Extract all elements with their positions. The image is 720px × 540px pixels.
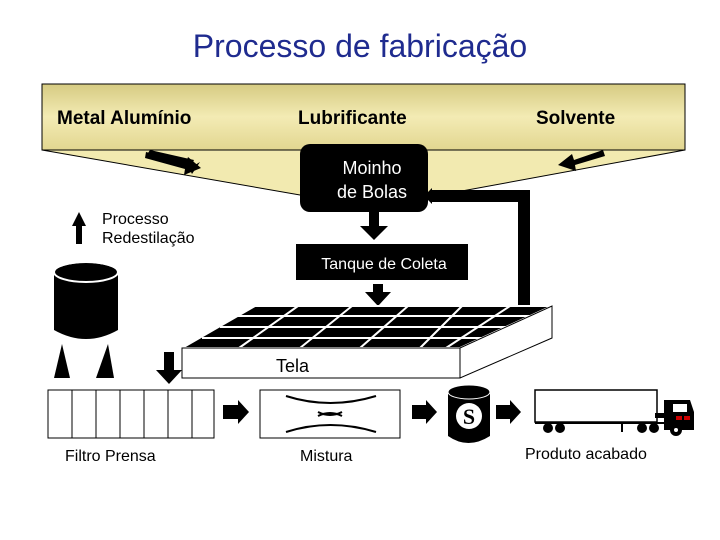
return-line — [432, 190, 530, 310]
mixer-blades-icon — [285, 395, 377, 433]
mixing-label: Mistura — [300, 448, 353, 465]
ball-mill-label: Moinho de Bolas — [336, 158, 408, 202]
filter-press-label: Filtro Prensa — [65, 448, 156, 465]
truck-icon — [534, 389, 694, 436]
hopper-box — [41, 83, 686, 151]
solvent-label: Solvente — [536, 108, 616, 129]
filter-press — [47, 389, 215, 439]
arrow-drum-truck-icon — [496, 400, 521, 424]
arrow-screen-filter-icon — [156, 352, 182, 384]
arrow-mill-tank-icon — [360, 212, 388, 240]
screen-label: Tela — [276, 356, 310, 376]
finished-product-label: Produto acabado — [525, 446, 647, 463]
arrow-filter-mix-icon — [223, 400, 249, 424]
drum-icon: S — [447, 384, 491, 443]
arrow-metal-icon — [145, 152, 201, 175]
barrel-body — [54, 272, 118, 339]
mill-box — [300, 144, 428, 212]
metal-aluminium-label: Metal Alumínio — [57, 108, 192, 129]
barrel-top-rim — [53, 261, 119, 283]
return-arrow-icon — [424, 188, 432, 204]
arrow-redistillation-icon — [72, 212, 86, 244]
arrow-tank-screen-icon — [365, 284, 391, 306]
arrow-mix-drum-icon — [412, 400, 437, 424]
return-line-tip — [470, 190, 484, 202]
filter-press-plates — [71, 390, 193, 438]
arrow-filter-barrel-right-icon — [96, 344, 114, 378]
collection-tank-label: Tanque de Coleta — [321, 256, 447, 273]
tank-box — [296, 244, 468, 280]
screen-tray-front — [181, 347, 461, 379]
redistillation-label: Processo Redestilação — [102, 211, 195, 247]
svg-text:S: S — [463, 404, 475, 429]
lubricant-label: Lubrificante — [298, 108, 407, 129]
screen-grid-lines — [202, 305, 532, 349]
diagram-title: Processo de fabricação — [192, 28, 528, 64]
arrow-solvent-icon — [558, 150, 605, 171]
arrow-filter-barrel-left-icon — [54, 344, 70, 378]
